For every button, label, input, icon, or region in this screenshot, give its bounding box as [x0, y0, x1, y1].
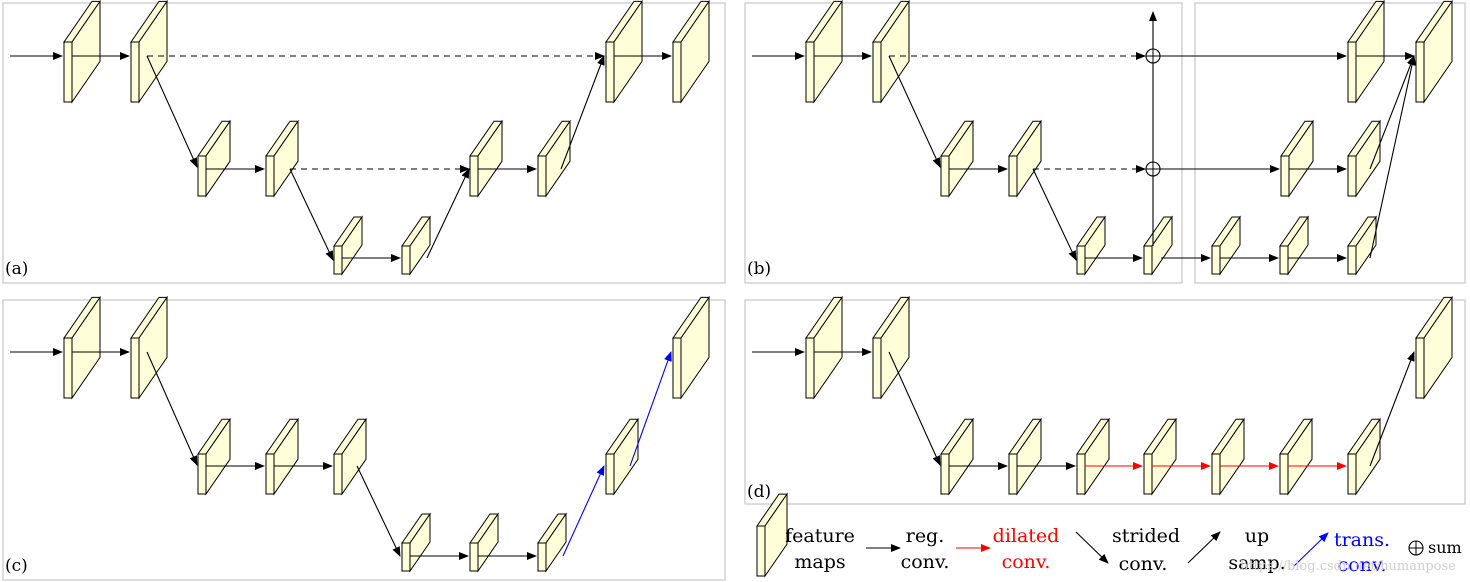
a-block-1	[63, 0, 101, 104]
c-block-1	[63, 295, 101, 400]
c-block-2	[130, 295, 168, 400]
a-block-4	[265, 119, 299, 198]
c-trans-2	[629, 351, 672, 467]
c-block-4	[265, 417, 299, 496]
b-sum-mid	[1145, 161, 1161, 177]
watermark: https://blog.csdn.net/humanpose	[1240, 559, 1456, 574]
panel-d-frame	[744, 299, 1466, 505]
legend-strided-conv-line1: strided	[1112, 525, 1180, 547]
d-stride-1	[888, 351, 941, 466]
diagram-layer	[10, 0, 1453, 578]
legend-trans-conv-arrow	[1293, 532, 1329, 567]
d-block-10	[1415, 295, 1453, 400]
c-block-5	[333, 417, 367, 496]
b-block-6	[1143, 215, 1173, 276]
panel-a-tag: (a)	[5, 259, 28, 279]
a-block-2	[130, 0, 168, 104]
legend-trans-conv-line2: conv.	[1338, 554, 1387, 576]
d-block-8	[1279, 417, 1313, 496]
c-trans-1	[562, 465, 605, 557]
c-block-8	[537, 512, 567, 573]
legend-feature-maps-line1: feature	[785, 525, 855, 547]
b-block-8	[1279, 215, 1309, 276]
c-block-3	[197, 417, 231, 496]
panel-a-frame	[2, 2, 726, 284]
a-stride-2	[289, 168, 334, 261]
d-block-4	[1008, 417, 1042, 496]
d-block-6	[1143, 417, 1177, 496]
d-block-9	[1347, 417, 1381, 496]
a-block-10	[672, 0, 710, 104]
d-up-1	[1369, 351, 1415, 467]
legend-up-samp-line1: up	[1245, 525, 1269, 547]
legend-reg-conv-line1: reg.	[906, 525, 945, 547]
b-block-1	[805, 0, 843, 104]
b-block-9	[1347, 215, 1377, 276]
a-up-1	[426, 168, 470, 259]
b-block-12	[1347, 0, 1385, 104]
legend-reg-conv-line2: conv.	[901, 551, 950, 573]
panel-c-tag: (c)	[5, 556, 28, 576]
legend-up-samp-arrow	[1187, 531, 1221, 564]
c-block-6	[401, 512, 431, 573]
panel-b-left-frame	[744, 2, 1183, 284]
b-block-4	[1008, 119, 1042, 198]
a-stride-1	[146, 55, 198, 168]
legend-dilated-conv-line1: dilated	[993, 525, 1060, 547]
panel-b-right-frame	[1194, 2, 1466, 284]
b-sum-top	[1145, 48, 1161, 64]
b-block-5	[1076, 215, 1106, 276]
d-block-1	[805, 295, 843, 400]
b-block-2	[872, 0, 910, 104]
d-block-5	[1076, 417, 1110, 496]
a-block-3	[197, 119, 231, 198]
c-block-9	[605, 417, 639, 496]
a-up-2	[560, 55, 605, 170]
c-stride-1	[146, 351, 198, 466]
panel-c-frame	[2, 299, 726, 581]
b-block-11	[1347, 119, 1381, 198]
a-block-6	[401, 215, 431, 276]
legend-strided-conv-line2: conv.	[1119, 553, 1168, 575]
a-block-8	[537, 119, 571, 198]
legend-strided-conv-arrow	[1075, 531, 1109, 564]
b-stride-2	[1032, 168, 1077, 261]
a-block-7	[469, 119, 503, 198]
b-block-13	[1415, 0, 1453, 104]
c-block-10	[672, 295, 710, 400]
a-block-9	[605, 0, 643, 104]
a-block-5	[333, 215, 363, 276]
b-block-10	[1280, 119, 1314, 198]
legend-sum-symbol	[1408, 540, 1424, 556]
b-up-to-final-2	[1369, 55, 1416, 259]
b-block-7	[1211, 215, 1241, 276]
d-block-2	[872, 295, 910, 400]
panel-b-tag: (b)	[747, 259, 771, 279]
c-stride-2	[356, 465, 401, 557]
legend-up-samp-line2: samp.	[1228, 552, 1285, 574]
b-block-3	[940, 119, 974, 198]
panel-d-tag: (d)	[747, 482, 771, 502]
legend-feature-maps-line2: maps	[794, 551, 845, 573]
c-block-7	[469, 512, 499, 573]
legend-sum-label: sum	[1428, 538, 1462, 557]
d-block-3	[940, 417, 974, 496]
legend-feature-map-icon	[756, 492, 788, 578]
legend-trans-conv-line1: trans.	[1334, 529, 1390, 551]
legend-dilated-conv-line2: conv.	[1002, 551, 1051, 573]
b-up-to-final-1	[1369, 55, 1415, 170]
b-stride-1	[888, 55, 941, 168]
d-block-7	[1211, 417, 1245, 496]
